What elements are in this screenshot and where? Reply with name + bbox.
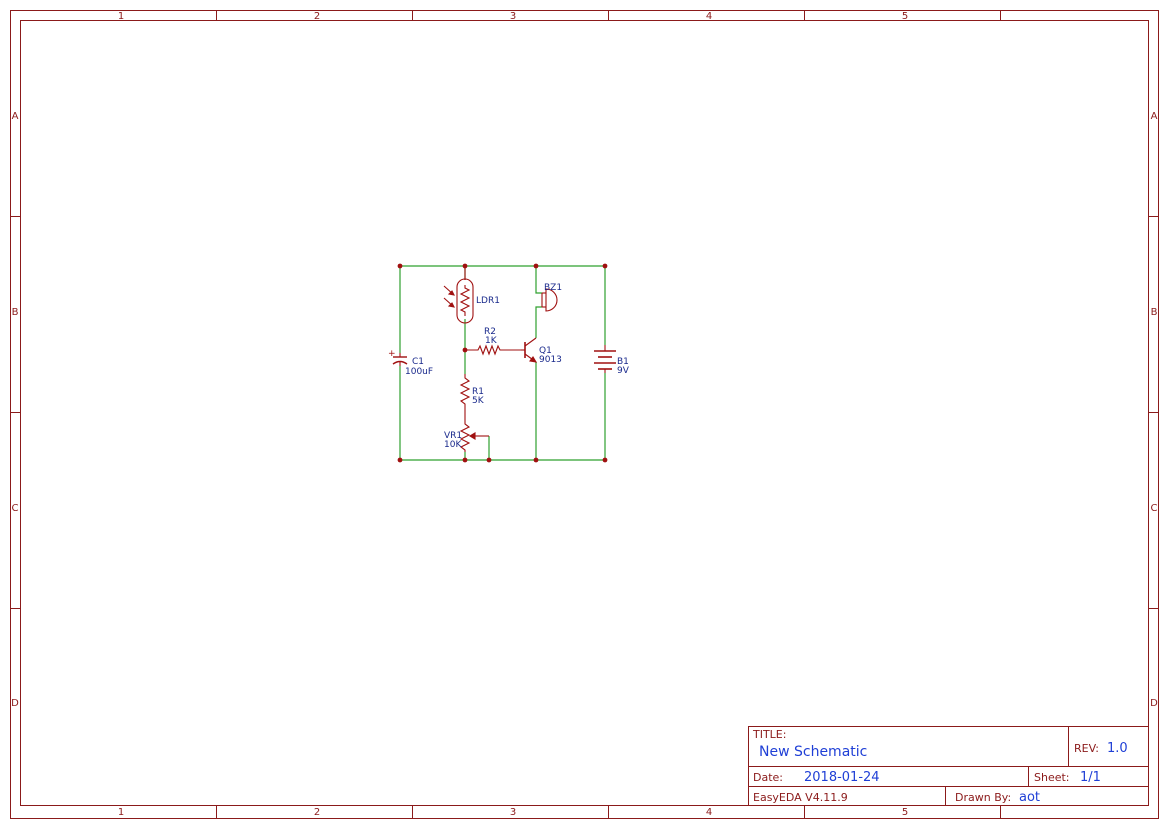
junction-dot <box>533 263 539 269</box>
row-label-a-right: A <box>1151 111 1158 122</box>
row-label-c-right: C <box>1151 503 1158 514</box>
drawn-by-value: aot <box>1019 790 1040 805</box>
wires <box>399 265 606 461</box>
b1-symbol[interactable] <box>594 345 616 373</box>
row-label-a: A <box>12 111 19 122</box>
junction-dot <box>397 457 403 463</box>
vr1-symbol[interactable] <box>459 420 489 452</box>
r1-ref: R1 <box>472 387 484 397</box>
row-label-c: C <box>12 503 19 514</box>
b1-value: 9V <box>617 366 630 376</box>
wire-buzzer-top[interactable] <box>535 266 542 294</box>
col-label-1: 1 <box>118 11 124 22</box>
col-label-2-bottom: 2 <box>314 807 320 818</box>
column-labels-top: 1 2 3 4 5 <box>118 11 908 22</box>
b1-ref: B1 <box>617 357 629 367</box>
outer-border <box>10 10 1159 819</box>
r1-value: 5K <box>472 396 485 406</box>
rev-label: REV: <box>1074 742 1099 755</box>
r2-value: 1K <box>485 336 498 346</box>
software-version: EasyEDA V4.11.9 <box>753 791 848 804</box>
row-label-b: B <box>12 307 19 318</box>
col-label-1-bottom: 1 <box>118 807 124 818</box>
q1-symbol[interactable] <box>521 337 538 363</box>
col-label-4-bottom: 4 <box>706 807 712 818</box>
r2-ref: R2 <box>484 327 496 337</box>
row-label-d-right: D <box>1150 698 1158 709</box>
junction-dot <box>397 263 403 269</box>
title-label: TITLE: <box>752 728 786 741</box>
col-label-5: 5 <box>902 11 908 22</box>
c1-value: 100uF <box>405 367 433 377</box>
col-label-2: 2 <box>314 11 320 22</box>
row-labels-right: A B C D <box>1150 111 1158 709</box>
vr1-value: 10K <box>444 440 462 450</box>
ldr1-ref: LDR1 <box>476 296 500 306</box>
ldr1-symbol[interactable] <box>443 266 474 324</box>
junction-dot <box>462 263 468 269</box>
column-labels-bottom: 1 2 3 4 5 <box>118 807 908 818</box>
junction-dot <box>533 457 539 463</box>
bz1-symbol[interactable] <box>541 288 558 312</box>
c1-polarity: + <box>388 349 396 359</box>
junctions <box>397 263 608 463</box>
q1-ref: Q1 <box>539 346 552 356</box>
sheet-label: Sheet: <box>1034 771 1070 784</box>
col-label-5-bottom: 5 <box>902 807 908 818</box>
drawn-by-label: Drawn By: <box>955 791 1011 804</box>
drawing-frame <box>10 10 1159 819</box>
c1-symbol[interactable] <box>392 353 408 366</box>
schematic-title: New Schematic <box>759 744 867 760</box>
bz1-ref: BZ1 <box>544 283 562 293</box>
title-block: TITLE: New Schematic REV: 1.0 Date: 2018… <box>748 726 1149 806</box>
vr1-ref: VR1 <box>444 431 462 441</box>
components <box>392 266 616 452</box>
c1-ref: C1 <box>412 357 424 367</box>
r2-symbol[interactable] <box>465 344 521 356</box>
junction-dot <box>602 457 608 463</box>
date-value: 2018-01-24 <box>804 770 880 785</box>
junction-dot <box>602 263 608 269</box>
r1-symbol[interactable] <box>459 374 471 420</box>
junction-dot <box>462 347 468 353</box>
col-label-3: 3 <box>510 11 516 22</box>
q1-value: 9013 <box>539 355 562 365</box>
date-label: Date: <box>753 771 783 784</box>
rev-value: 1.0 <box>1107 741 1128 756</box>
sheet-value: 1/1 <box>1080 770 1101 785</box>
junction-dot <box>462 457 468 463</box>
row-label-b-right: B <box>1151 307 1158 318</box>
row-labels-left: A B C D <box>11 111 19 709</box>
inner-border <box>20 20 1149 806</box>
wire-buzzer-bottom[interactable] <box>535 306 542 338</box>
col-label-4: 4 <box>706 11 712 22</box>
row-label-d: D <box>11 698 19 709</box>
col-label-3-bottom: 3 <box>510 807 516 818</box>
junction-dot <box>486 457 492 463</box>
component-labels: LDR1 R2 1K Q1 9013 BZ1 + C1 100uF R1 5K … <box>388 283 630 450</box>
